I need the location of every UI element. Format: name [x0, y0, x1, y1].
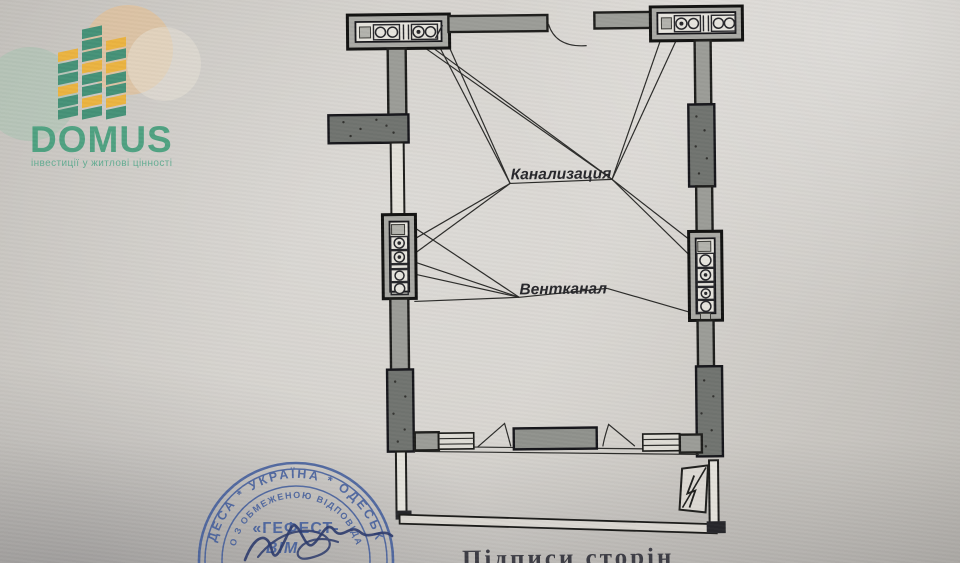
duct-square-symbol [358, 26, 372, 39]
stamp-inner-ring-text: О З ОБМЕЖЕНОЮ ВІДПОВІДА [228, 490, 363, 547]
duct-square-symbol [660, 17, 672, 30]
window-left [437, 431, 475, 450]
window-pier-right [678, 433, 704, 454]
logo-orange-circle [83, 5, 173, 95]
right-duct-shaft [687, 229, 725, 323]
center-wall-segment [512, 426, 599, 451]
left-wall [327, 47, 418, 520]
right-wall [687, 39, 725, 526]
bottom-window-wall [413, 422, 704, 456]
lightning-bolt-icon [685, 475, 697, 508]
door-swing-arc [547, 23, 587, 47]
vent-circle-symbol [374, 26, 387, 39]
vent-circle-symbol [386, 26, 399, 38]
sewer-label: Канализация [511, 165, 612, 183]
vent-label: Вентканал [519, 280, 607, 298]
balcony-outline [398, 464, 726, 535]
domus-tagline: інвестиції у житлові цінності [31, 158, 172, 169]
domus-logo: DOMUS інвестиції у житлові цінності [0, 5, 201, 169]
svg-text:О З ОБМЕЖЕНОЮ ВІДПОВІДА: О З ОБМЕЖЕНОЮ ВІДПОВІДА [228, 490, 365, 547]
domus-logo-icon [58, 25, 126, 120]
vent-circle-symbol [723, 17, 736, 29]
logo-pale-circle [127, 27, 201, 101]
left-duct-shaft [380, 212, 418, 301]
leader-lines [413, 39, 698, 316]
vent-circle-symbol [424, 25, 437, 38]
top-right-duct-block [648, 4, 745, 43]
balcony-door-swing-right [602, 423, 636, 447]
signature-scribble [243, 524, 394, 562]
electric-panel-symbol [678, 464, 710, 514]
partition-stub-wall [327, 113, 410, 145]
balcony-door-swing-left [477, 422, 512, 448]
domus-wordmark: DOMUS [30, 119, 173, 160]
vent-circle-symbol [712, 17, 725, 29]
logo-green-circle [0, 47, 77, 141]
vent-circle-symbol [687, 17, 700, 30]
top-left-duct-block [345, 12, 452, 51]
signatures-caption: Підписи сторін [461, 543, 675, 563]
